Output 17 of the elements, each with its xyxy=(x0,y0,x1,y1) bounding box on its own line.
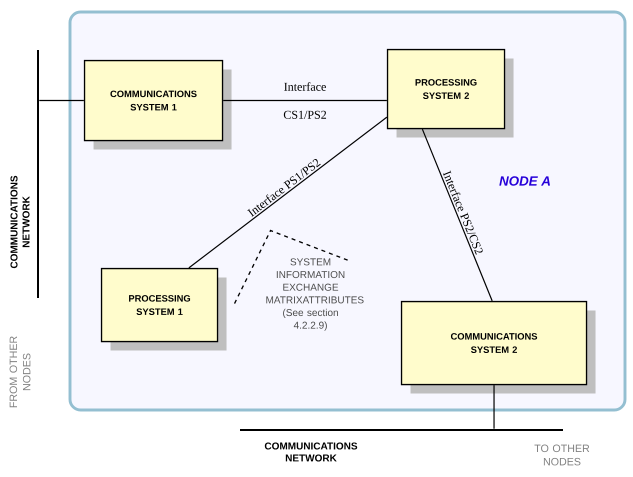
network-line xyxy=(240,429,563,431)
system-box: PROCESSING SYSTEM 2 xyxy=(386,48,514,138)
connector xyxy=(39,100,84,102)
network-label: COMMUNICATIONS NETWORK xyxy=(264,442,358,462)
network-label: COMMUNICATIONS NETWORK xyxy=(10,176,30,268)
network-label: FROM OTHER NODES xyxy=(10,336,30,408)
edge-label: Interface CS1/PS2 xyxy=(284,82,326,119)
system-box: COMMUNICATIONS SYSTEM 2 xyxy=(400,300,596,394)
connector xyxy=(493,385,495,429)
connector xyxy=(223,100,387,102)
system-box: COMMUNICATIONS SYSTEM 1 xyxy=(84,60,232,150)
callout: SYSTEM INFORMATION EXCHANGE MATRIXATTRIBUTES (See section 4.2.2.9) xyxy=(234,230,364,331)
connector xyxy=(188,116,388,268)
network-label: TO OTHER NODES xyxy=(534,444,590,466)
system-box: PROCESSING SYSTEM 1 xyxy=(100,268,227,351)
network-line xyxy=(37,50,39,298)
connector xyxy=(422,128,493,302)
